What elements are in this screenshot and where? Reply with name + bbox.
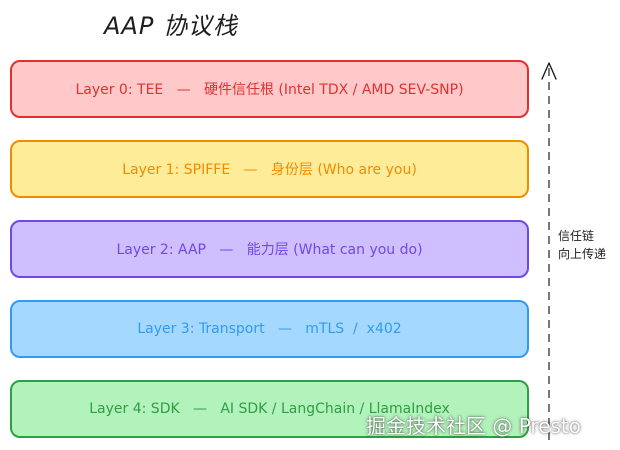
layer-0-tee: Layer 0: TEE — 硬件信任根 (Intel TDX / AMD SE… bbox=[10, 60, 529, 118]
layer-1-spiffe: Layer 1: SPIFFE — 身份层 (Who are you) bbox=[10, 140, 529, 198]
layer-4-sdk: Layer 4: SDK — AI SDK / LangChain / Llam… bbox=[10, 380, 529, 438]
trust-chain-line-2: 向上传递 bbox=[558, 247, 607, 261]
trust-chain-line-1: 信任链 bbox=[558, 229, 595, 243]
trust-chain-label: 信任链 向上传递 bbox=[558, 227, 606, 263]
diagram-title: AAP 协议栈 bbox=[104, 12, 238, 40]
layer-2-aap: Layer 2: AAP — 能力层 (What can you do) bbox=[10, 220, 529, 278]
layer-3-transport: Layer 3: Transport — mTLS / x402 bbox=[10, 300, 529, 358]
trust-chain-arrow bbox=[541, 62, 557, 440]
watermark: 掘金技术社区 @ Presto bbox=[366, 414, 582, 438]
